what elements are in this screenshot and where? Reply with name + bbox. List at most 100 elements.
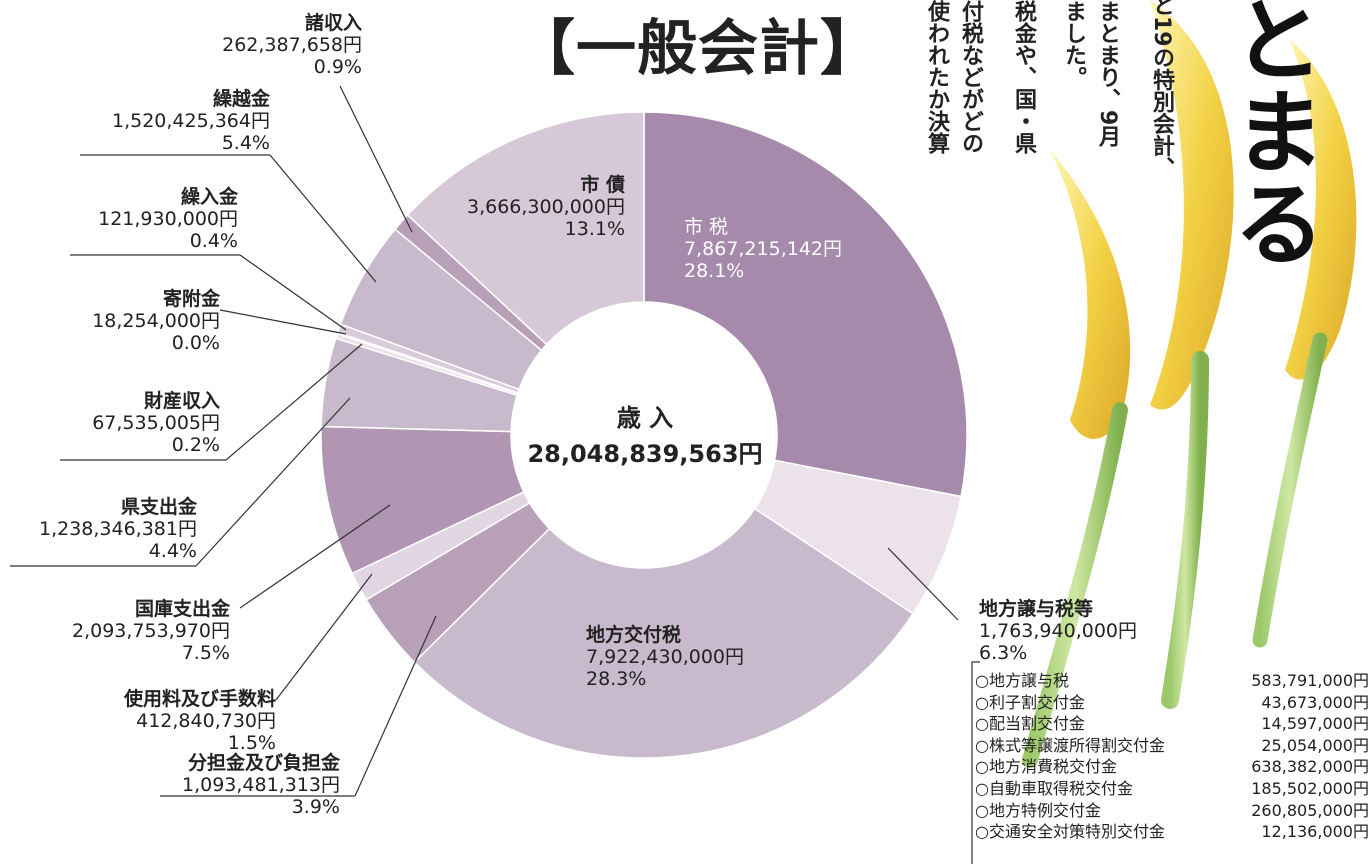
- breakdown-bracket: [971, 661, 980, 864]
- label-shoshunyu: 諸収入 262,387,658円 0.9%: [130, 12, 362, 78]
- label-kurire-value: 121,930,000円: [98, 208, 238, 230]
- label-shisai-percent: 13.1%: [564, 218, 625, 240]
- label-jyoyozei-value: 1,763,940,000円: [979, 620, 1138, 642]
- breakdown-row-7: ○交通安全対策特別交付金 12,136,000円: [975, 821, 1369, 843]
- chart-title: 【一般会計】: [515, 14, 881, 84]
- label-jyoyozei-percent: 6.3%: [979, 642, 1028, 664]
- label-kurire: 繰入金 121,930,000円 0.4%: [20, 186, 238, 252]
- label-shoshunyu-value: 262,387,658円: [222, 34, 362, 56]
- breakdown-row-1: ○利子割交付金 43,673,000円: [975, 692, 1369, 714]
- slice-0: [643, 111, 968, 498]
- center-label: 歳 入: [616, 404, 674, 432]
- breakdown-value-5: 185,502,000円: [1251, 778, 1369, 798]
- breakdown-label-1: ○利子割交付金: [975, 692, 1085, 712]
- header-column-5: まとまり、9月: [1095, 0, 1120, 148]
- header-column-1: 使われたか決算: [924, 0, 949, 154]
- center-total: 28,048,839,563円: [527, 440, 763, 468]
- leader-line-5: [219, 309, 347, 335]
- leader-line-4: [239, 254, 347, 331]
- label-jyoyozei: 地方譲与税等 1,763,940,000円 6.3%: [979, 598, 1137, 664]
- header-column-2: 付税などがどの: [958, 0, 983, 154]
- label-kurikoshi-percent: 5.4%: [221, 132, 270, 154]
- header-column-4: ました。: [1061, 0, 1086, 88]
- breakdown-value-1: 43,673,000円: [1261, 692, 1369, 712]
- label-zaisan: 財産収入 67,535,005円 0.2%: [20, 390, 220, 456]
- breakdown-row-4: ○地方消費税交付金 638,382,000円: [975, 756, 1369, 778]
- label-shoshunyu-percent: 0.9%: [313, 56, 362, 78]
- label-kurikoshi-name: 繰越金: [212, 88, 270, 110]
- label-shisai-value: 3,666,300,000円: [466, 196, 625, 218]
- label-shiyoryo-name: 使用料及び手数料: [123, 688, 276, 710]
- leader-line-14: [887, 547, 959, 621]
- slice-2: [413, 507, 915, 759]
- label-ken-name: 県支出金: [120, 496, 197, 518]
- label-kifu-percent: 0.0%: [171, 332, 220, 354]
- label-shiyoryo: 使用料及び手数料 412,840,730円 1.5%: [60, 688, 276, 754]
- label-kurikoshi: 繰越金 1,520,425,364円 5.4%: [40, 88, 270, 154]
- label-kifu-name: 寄附金: [162, 288, 220, 310]
- label-kifu-value: 18,254,000円: [92, 310, 220, 332]
- breakdown-row-5: ○自動車取得税交付金 185,502,000円: [975, 778, 1369, 800]
- slice-12: [406, 111, 645, 346]
- label-buntan-value: 1,093,481,313円: [181, 774, 340, 796]
- label-kokko: 国庫支出金 2,093,753,970円 7.5%: [20, 598, 230, 664]
- breakdown-label-2: ○配当割交付金: [975, 714, 1085, 734]
- label-kifu: 寄附金 18,254,000円 0.0%: [20, 288, 220, 354]
- label-shoshunyu-name: 諸収入: [304, 12, 362, 34]
- label-chihokofuzei-name: 地方交付税: [586, 624, 682, 646]
- breakdown-value-3: 25,054,000円: [1261, 735, 1369, 755]
- header-column-3: 税金や、国・県: [1011, 0, 1036, 154]
- breakdown-label-5: ○自動車取得税交付金: [975, 778, 1133, 798]
- leader-line-7: [225, 343, 363, 461]
- big-title: とまる: [1218, 0, 1325, 268]
- breakdown-label-6: ○地方特例交付金: [975, 800, 1101, 820]
- leader-line-2: [269, 154, 377, 283]
- breakdown-label-7: ○交通安全対策特別交付金: [975, 822, 1165, 842]
- label-shiyoryo-percent: 1.5%: [227, 732, 276, 754]
- breakdown-row-6: ○地方特例交付金 260,805,000円: [975, 800, 1369, 822]
- label-shizei-name: 市 税: [684, 216, 729, 238]
- label-zaisan-value: 67,535,005円: [92, 412, 220, 434]
- label-shiyoryo-value: 412,840,730円: [136, 710, 276, 732]
- label-kurikoshi-value: 1,520,425,364円: [111, 110, 270, 132]
- leader-line-10: [239, 504, 391, 609]
- breakdown-label-0: ○地方譲与税: [975, 671, 1069, 690]
- leader-line-11: [275, 573, 373, 701]
- label-shizei: 市 税 7,867,215,142円 28.1%: [684, 216, 842, 282]
- label-buntan: 分担金及び負担金 1,093,481,313円 3.9%: [100, 752, 340, 818]
- label-chihokofuzei-percent: 28.3%: [586, 668, 647, 690]
- breakdown-label-4: ○地方消費税交付金: [975, 757, 1117, 777]
- label-zaisan-percent: 0.2%: [171, 434, 220, 456]
- breakdown-value-4: 638,382,000円: [1251, 757, 1369, 777]
- label-buntan-name: 分担金及び負担金: [187, 752, 340, 774]
- label-shisai-name: 市 債: [580, 174, 625, 196]
- leader-line-9: [195, 397, 351, 567]
- breakdown-row-0: ○地方譲与税 583,791,000円: [975, 670, 1369, 692]
- breakdown-value-7: 12,136,000円: [1261, 822, 1369, 842]
- label-kokko-name: 国庫支出金: [134, 598, 230, 620]
- label-chihokofuzei-value: 7,922,430,000円: [586, 646, 745, 668]
- breakdown-value-0: 583,791,000円: [1251, 671, 1369, 690]
- label-ken: 県支出金 1,238,346,381円 4.4%: [0, 496, 197, 562]
- label-shizei-value: 7,867,215,142円: [684, 238, 843, 260]
- breakdown-value-2: 14,597,000円: [1261, 714, 1369, 734]
- breakdown-label-3: ○株式等譲渡所得割交付金: [975, 735, 1165, 755]
- label-kokko-value: 2,093,753,970円: [71, 620, 230, 642]
- label-chihokofuzei: 地方交付税 7,922,430,000円 28.3%: [586, 624, 744, 690]
- breakdown-row-2: ○配当割交付金 14,597,000円: [975, 713, 1369, 735]
- breakdown-row-3: ○株式等譲渡所得割交付金 25,054,000円: [975, 735, 1369, 757]
- label-jyoyozei-name: 地方譲与税等: [979, 598, 1094, 620]
- label-kurire-percent: 0.4%: [189, 230, 238, 252]
- leader-line-13: [354, 615, 437, 797]
- label-ken-percent: 4.4%: [148, 540, 197, 562]
- breakdown-value-6: 260,805,000円: [1251, 800, 1369, 820]
- label-kokko-percent: 7.5%: [181, 642, 230, 664]
- label-shisai: 市 債 3,666,300,000円 13.1%: [420, 174, 625, 240]
- label-ken-value: 1,238,346,381円: [38, 518, 197, 540]
- header-column-6: と19の特別会計、: [1149, 0, 1174, 179]
- label-buntan-percent: 3.9%: [291, 796, 340, 818]
